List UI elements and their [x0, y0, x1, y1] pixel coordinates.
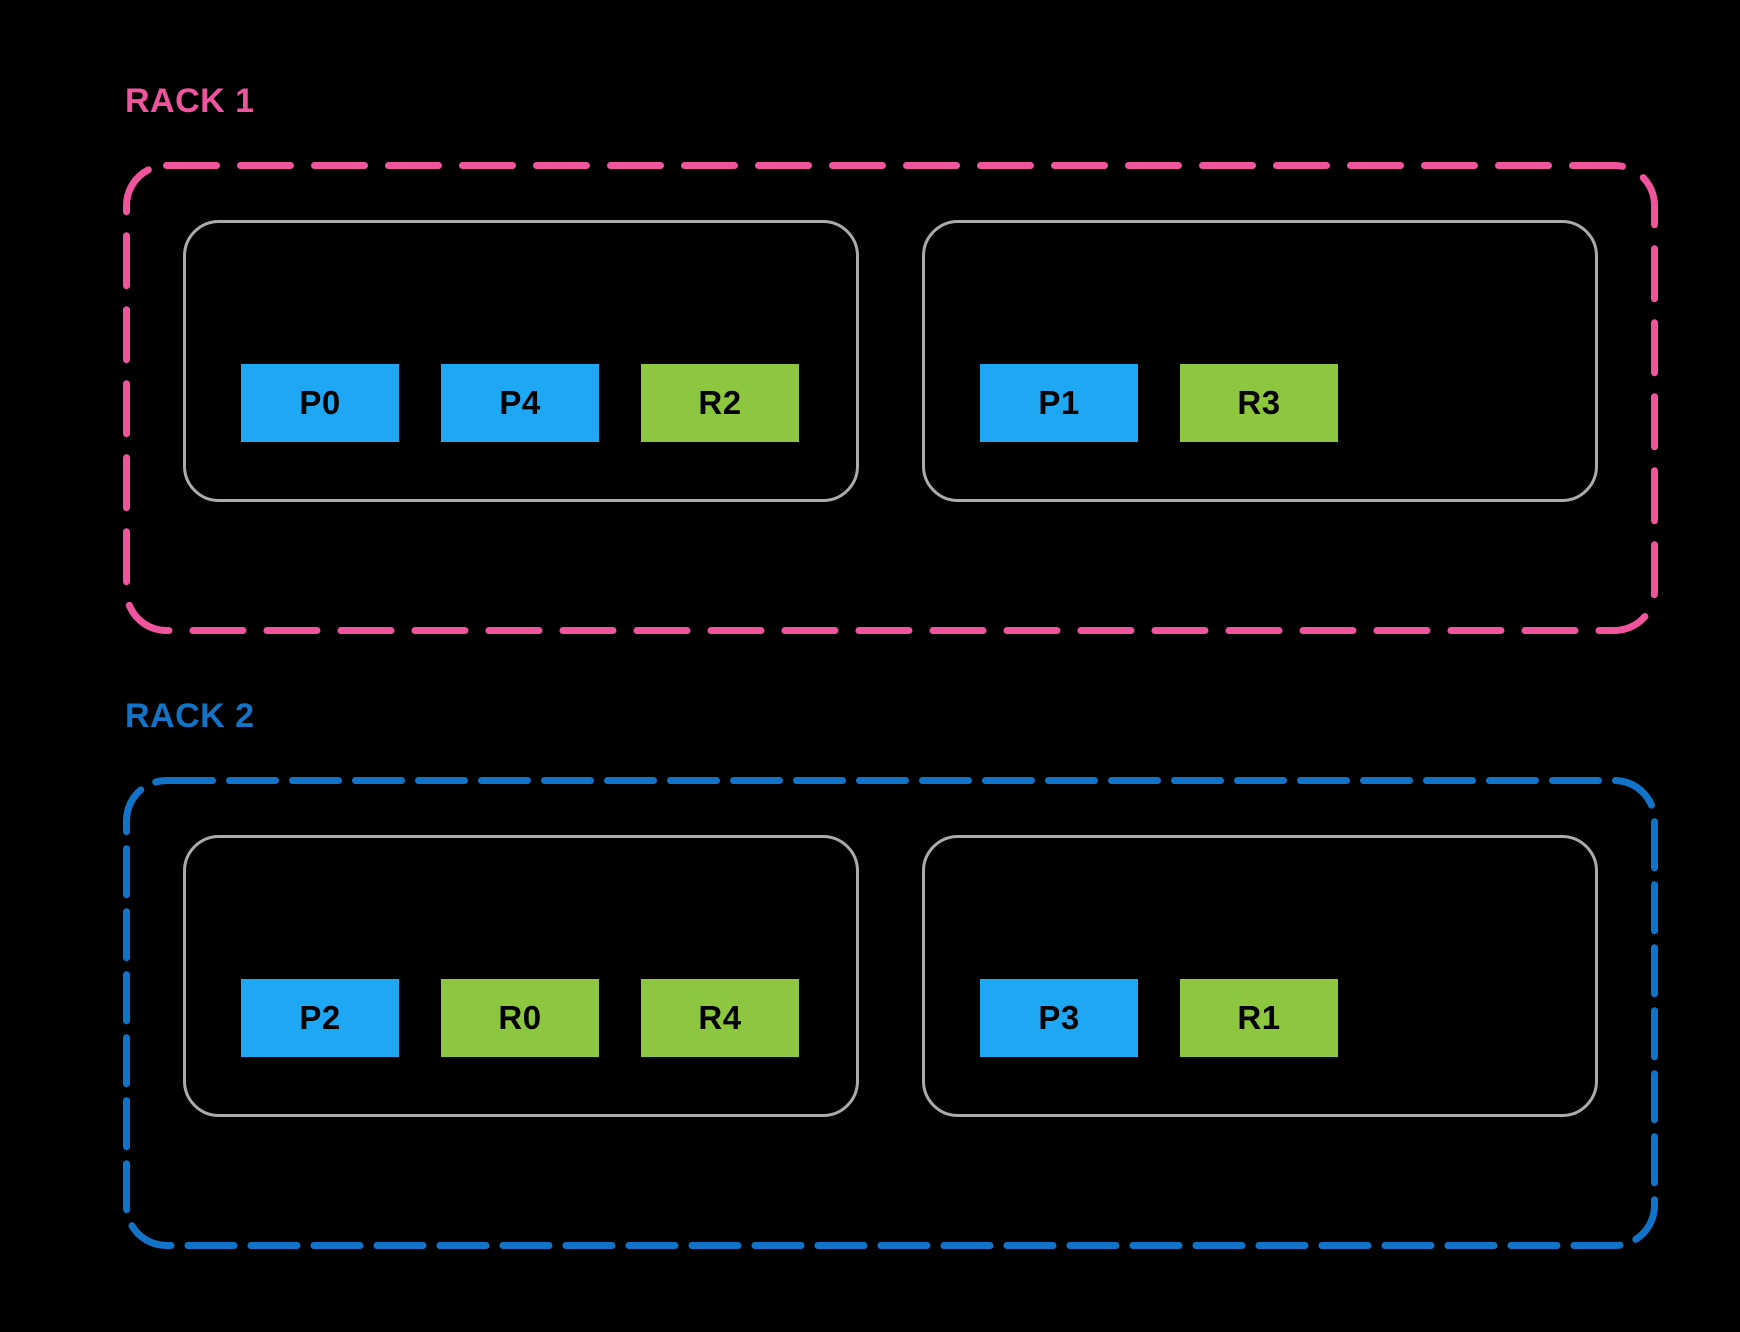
- shard-block-r2: R2: [641, 364, 799, 442]
- shard-block-r3: R3: [1180, 364, 1338, 442]
- shard-block-p2: P2: [241, 979, 399, 1057]
- shard-block-r4: R4: [641, 979, 799, 1057]
- rack-2-node-1: P2 R0 R4: [183, 835, 859, 1117]
- rack-2-dashed-border: [123, 777, 1658, 1249]
- shard-block-p1: P1: [980, 364, 1138, 442]
- shard-block-p3: P3: [980, 979, 1138, 1057]
- shard-block-p0: P0: [241, 364, 399, 442]
- shard-block-p4: P4: [441, 364, 599, 442]
- rack-1-node-2: P1 R3: [922, 220, 1598, 502]
- rack-1: RACK 1 P0 P4 R2 P1 R3: [123, 84, 1658, 634]
- rack-1-node-1: P0 P4 R2: [183, 220, 859, 502]
- rack-1-label: RACK 1: [125, 82, 255, 120]
- shard-block-r0: R0: [441, 979, 599, 1057]
- shard-block-r1: R1: [1180, 979, 1338, 1057]
- rack-2-node-2: P3 R1: [922, 835, 1598, 1117]
- rack-2: RACK 2 P2 R0 R4 P3 R1: [123, 699, 1658, 1249]
- rack-2-label: RACK 2: [125, 697, 255, 735]
- rack-1-dashed-border: [123, 162, 1658, 634]
